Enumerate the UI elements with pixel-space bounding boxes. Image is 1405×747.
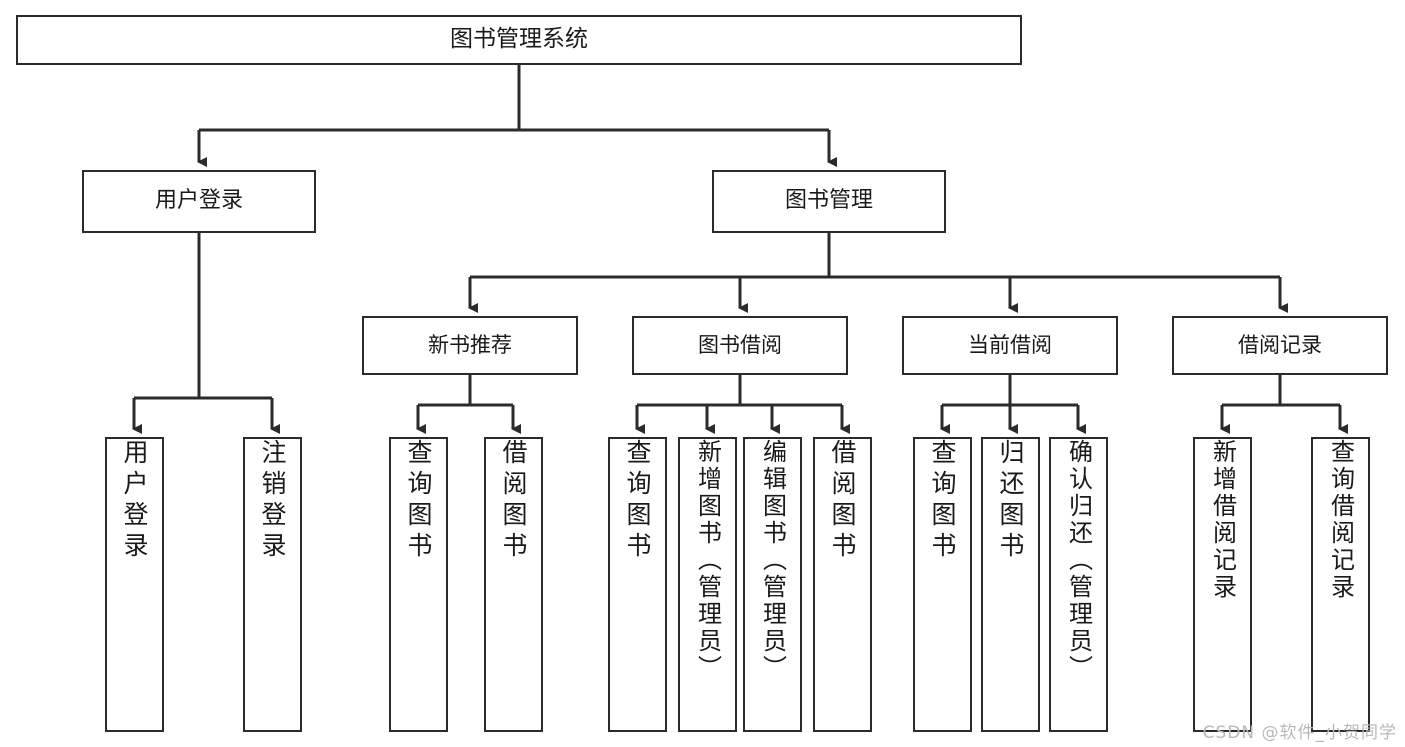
node-current-borrow[interactable]: 当前借阅 [902,316,1118,375]
leaf-add-book-admin[interactable]: 新增图书（管理员） [678,437,737,732]
node-label: 当前借阅 [968,332,1052,357]
watermark: CSDN @软件_小贺同学 [1202,723,1397,743]
node-new-book-recommend[interactable]: 新书推荐 [362,316,578,375]
node-label: 确认归还（管理员） [1064,439,1093,682]
leaf-confirm-return-admin[interactable]: 确认归还（管理员） [1049,437,1108,732]
node-label: 查询图书 [928,439,957,563]
leaf-query-book-recommend[interactable]: 查询图书 [389,437,448,732]
node-root[interactable]: 图书管理系统 [16,15,1022,65]
node-book-management[interactable]: 图书管理 [712,170,946,233]
leaf-add-borrow-record[interactable]: 新增借阅记录 [1193,437,1252,732]
node-label: 查询图书 [623,439,652,563]
leaf-query-borrow-record[interactable]: 查询借阅记录 [1311,437,1370,732]
leaf-edit-book-admin[interactable]: 编辑图书（管理员） [743,437,802,732]
node-label: 用户登录 [154,188,243,214]
leaf-borrow-book-recommend[interactable]: 借阅图书 [484,437,543,732]
node-label: 归还图书 [996,439,1025,563]
node-label: 查询借阅记录 [1326,439,1355,601]
node-label: 新书推荐 [428,332,512,357]
leaf-borrow-book[interactable]: 借阅图书 [813,437,872,732]
leaf-logout[interactable]: 注销登录 [243,437,302,732]
leaf-return-book[interactable]: 归还图书 [981,437,1040,732]
node-label: 借阅记录 [1238,332,1322,357]
node-label: 图书管理系统 [450,26,588,53]
node-label: 编辑图书（管理员） [758,439,787,682]
node-label: 图书管理 [784,188,873,214]
node-user-login[interactable]: 用户登录 [82,170,316,233]
node-label: 借阅图书 [499,439,528,563]
leaf-user-login[interactable]: 用户登录 [105,437,164,732]
node-label: 图书借阅 [698,332,782,357]
node-label: 查询图书 [404,439,433,563]
node-label: 借阅图书 [828,439,857,563]
node-borrow-record[interactable]: 借阅记录 [1172,316,1388,375]
leaf-query-book-current[interactable]: 查询图书 [913,437,972,732]
node-label: 用户登录 [120,439,149,563]
node-label: 注销登录 [258,439,287,563]
node-book-borrow[interactable]: 图书借阅 [632,316,848,375]
leaf-query-book-borrow[interactable]: 查询图书 [608,437,667,732]
node-label: 新增图书（管理员） [693,439,722,682]
node-label: 新增借阅记录 [1208,439,1237,601]
